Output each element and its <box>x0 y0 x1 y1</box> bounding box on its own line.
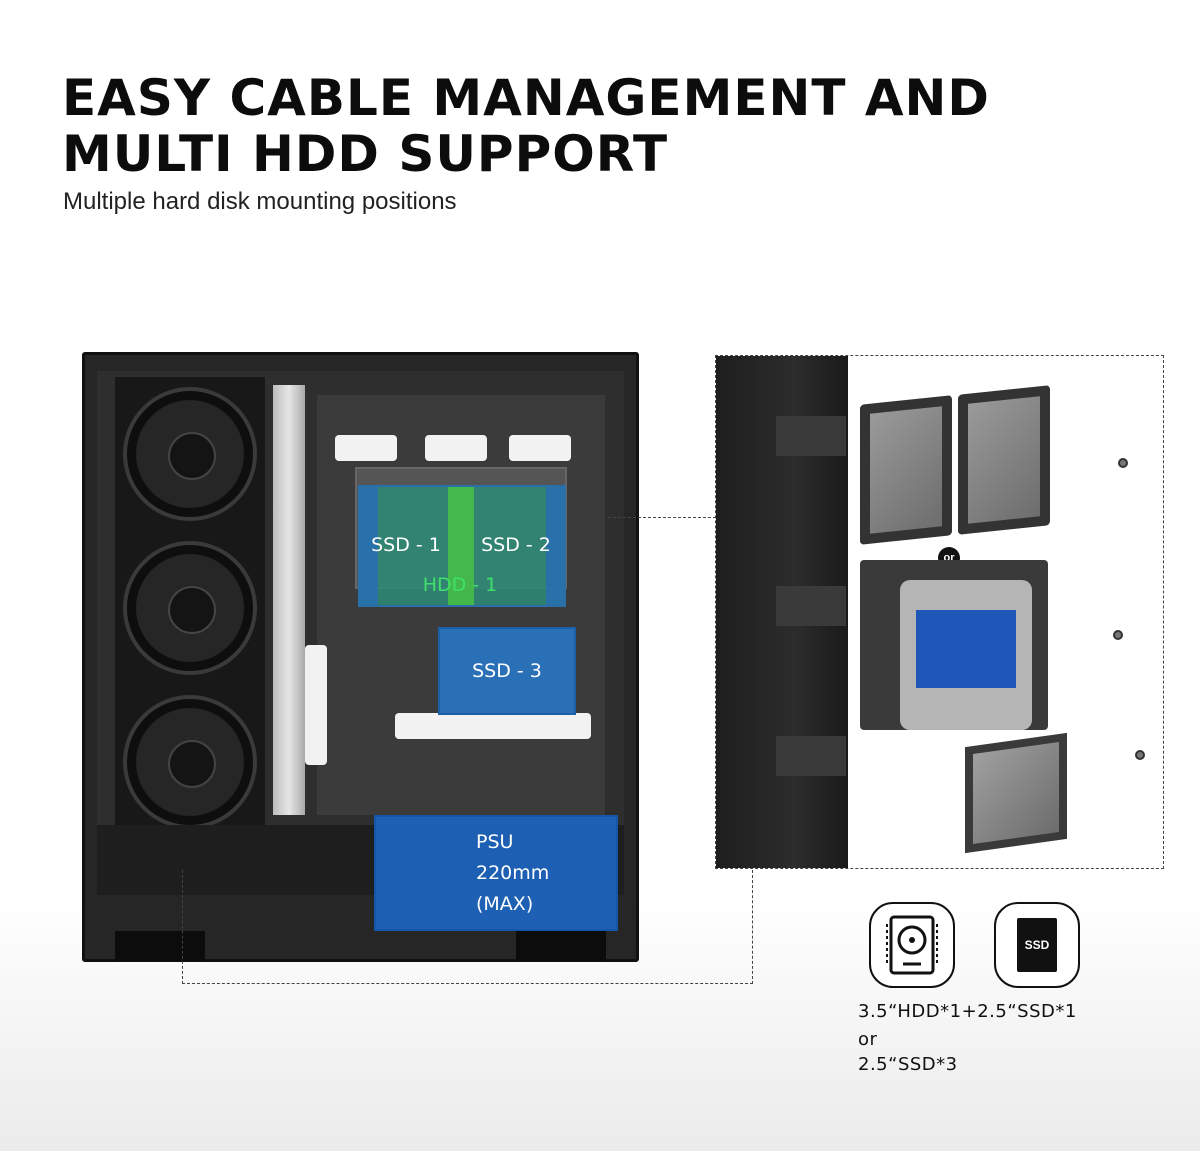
capacity-caption-line-2: 2.5“SSD*3 <box>858 1054 958 1075</box>
psu-length-label: 220mm <box>476 861 550 884</box>
fan-icon <box>123 387 257 521</box>
page-subtitle: Multiple hard disk mounting positions <box>63 188 457 215</box>
ssd-3-overlay: SSD - 3 <box>438 627 576 715</box>
hdd-icon <box>869 902 955 988</box>
hdd-disk <box>900 580 1032 730</box>
cable-hole <box>509 435 571 461</box>
ssd-tray-image <box>965 732 1067 854</box>
cable-hole <box>425 435 487 461</box>
ssd-disk <box>973 741 1059 845</box>
case-rib <box>776 416 846 456</box>
screw-icon <box>1113 630 1123 640</box>
case-foot <box>115 931 205 961</box>
fan-icon <box>123 541 257 675</box>
page-title: EASY CABLE MANAGEMENT AND MULTI HDD SUPP… <box>62 70 990 182</box>
cable-hole <box>335 435 397 461</box>
psu-overlay: PSU 220mm (MAX) <box>374 815 618 931</box>
capacity-caption-or: or <box>858 1029 878 1050</box>
hdd-mount-overlay <box>358 485 566 607</box>
cable-hole <box>305 645 327 765</box>
overlay-edge <box>360 487 378 605</box>
overlay-edge <box>546 487 564 605</box>
case-rib <box>776 736 846 776</box>
hdd-strip <box>448 487 474 605</box>
ssd-2-label: SSD - 2 <box>481 534 551 556</box>
hdd-tray-image <box>860 560 1048 730</box>
ssd-tray-image <box>958 385 1050 535</box>
case-foot <box>516 931 606 961</box>
connector-line <box>608 517 716 518</box>
case-rib <box>776 586 846 626</box>
ssd-disk <box>870 406 942 534</box>
cable-rail <box>273 385 305 815</box>
cable-hole <box>395 713 591 739</box>
connector-line <box>182 870 753 984</box>
ssd-icon-graphic: SSD <box>1017 918 1057 972</box>
psu-max-label: (MAX) <box>476 892 534 915</box>
capacity-caption-line-1: 3.5“HDD*1+2.5“SSD*1 <box>858 1001 1077 1022</box>
fan-column <box>115 377 265 847</box>
ssd-disk <box>968 396 1040 524</box>
zoom-case-side <box>716 356 848 868</box>
screw-icon <box>1118 458 1128 468</box>
fan-icon <box>123 695 257 829</box>
ssd-3-label: SSD - 3 <box>472 660 542 682</box>
title-line-1: EASY CABLE MANAGEMENT AND <box>62 69 990 127</box>
hdd-disk-label <box>916 610 1016 688</box>
ssd-1-label: SSD - 1 <box>371 534 441 556</box>
ssd-icon: SSD <box>994 902 1080 988</box>
ssd-tray-image <box>860 395 952 545</box>
title-line-2: MULTI HDD SUPPORT <box>62 125 669 183</box>
ssd-icon-text: SSD <box>1025 938 1050 952</box>
screw-icon <box>1135 750 1145 760</box>
hdd-1-label: HDD - 1 <box>422 574 498 596</box>
psu-label: PSU <box>476 830 514 853</box>
hdd-icon-graphic <box>886 915 938 975</box>
